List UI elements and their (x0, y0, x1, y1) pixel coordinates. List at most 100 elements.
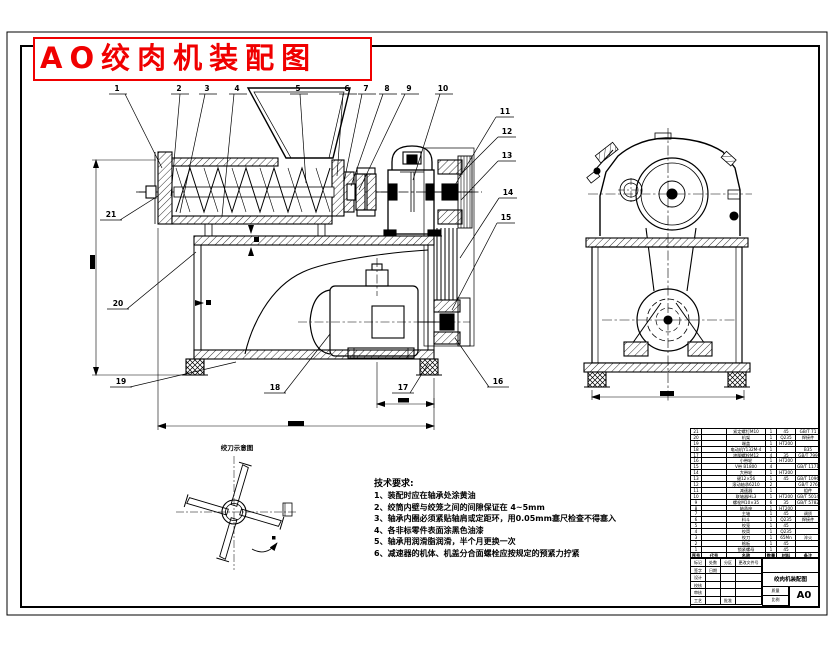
callout-18: 18 (264, 333, 331, 394)
part-code-cell (702, 517, 727, 524)
part-material-cell: 45 (777, 476, 796, 483)
drawing-title: AO绞肉机装配图 (33, 37, 372, 81)
part-name-cell: 滚动轴承6210 (727, 482, 766, 488)
part-note-cell: 调质 (796, 511, 820, 518)
part-name-cell: 绞刀 (727, 535, 766, 541)
callout-3: 3 (179, 84, 217, 214)
part-note-cell: GB/T 799 (796, 453, 820, 459)
part-number-cell: 15 (691, 464, 702, 471)
part-material-cell: 65Mn (777, 535, 796, 541)
callout-16: 16 (454, 337, 509, 388)
part-note-cell (796, 470, 820, 477)
callout-19: 19 (110, 361, 237, 388)
part-number-cell: 12 (691, 482, 702, 488)
callout-9: 9 (358, 84, 419, 191)
label-date: 日期 (706, 566, 721, 575)
title-block-revision-grid: 标记 处数 分区 更改文件号 签字 日期 设计 校核 审核 工艺 批准 (691, 559, 763, 606)
cutter-detail-label: 绞刀示意图 (221, 443, 254, 452)
part-material-cell: 35 (777, 452, 796, 459)
part-number-cell: 16 (691, 458, 702, 465)
dimension-text (398, 398, 409, 403)
label-count: 处数 (706, 559, 721, 567)
part-code-cell (702, 429, 727, 435)
svg-text:2: 2 (176, 84, 181, 93)
part-note-cell: GB/T 5782 (796, 499, 820, 506)
drawing-number-cell (763, 559, 818, 574)
part-material-cell: HT200 (777, 493, 796, 500)
svg-text:15: 15 (501, 213, 511, 222)
part-name-cell: 锁紧螺母 (727, 546, 766, 553)
part-material-cell (777, 464, 796, 471)
part-qty-cell: 1 (766, 487, 777, 494)
part-name-cell: 小带轮 (727, 458, 766, 465)
sheet-frame (6, 31, 828, 616)
callout-17: 17 (392, 363, 429, 394)
part-note-cell (796, 506, 820, 512)
part-qty-cell: 6 (766, 499, 777, 506)
part-code-cell (702, 546, 727, 553)
part-note-cell (796, 547, 820, 553)
svg-text:16: 16 (493, 377, 503, 386)
part-qty-cell: 1 (766, 511, 777, 518)
tech-requirements: 技术要求: 1、装配时应在轴承处涂黄油 2、绞筒内壁与绞笼之间的间隙保证在 4~… (374, 478, 676, 560)
part-name-cell: 大带轮 (727, 470, 766, 477)
part-name-cell: V带 B1800 (727, 464, 766, 471)
callout-labels: 1 2 3 4 5 6 7 8 9 10 11 12 13 14 15 16 1… (100, 84, 517, 394)
part-number-cell: 6 (691, 517, 702, 524)
callout-5: 5 (290, 84, 308, 184)
part-material-cell: HT200 (777, 505, 796, 512)
part-number-cell: 14 (691, 470, 702, 477)
tech-requirement-line: 3、轴承内圈必须紧贴轴肩或定距环，用0.05mm塞尺检查不得塞入 (374, 514, 616, 524)
part-note-cell (796, 441, 820, 447)
callout-4: 4 (221, 84, 247, 217)
part-number-cell: 8 (691, 505, 702, 512)
part-note-cell: 组件 (796, 488, 820, 494)
svg-text:13: 13 (502, 151, 512, 160)
part-note-cell: B35 (796, 447, 820, 453)
part-note-cell: GB/T 276 (796, 482, 820, 488)
dimension-text (288, 421, 304, 426)
label-check: 校核 (691, 581, 706, 590)
part-note-cell: GB/T 5014 (796, 493, 820, 500)
title-block-name-area: 绞肉机装配图 质量 比例 A0 (763, 559, 818, 606)
dimension-text (660, 391, 674, 396)
part-code-cell (702, 511, 727, 518)
svg-text:1: 1 (114, 84, 119, 93)
part-material-cell (777, 446, 796, 453)
part-number-cell: 9 (691, 499, 702, 506)
part-number-cell: 3 (691, 535, 702, 541)
part-code-cell (702, 523, 727, 530)
callout-14: 14 (459, 188, 517, 259)
end-view (583, 128, 752, 402)
part-qty-cell: 1 (766, 535, 777, 541)
part-qty-cell: 1 (766, 523, 777, 530)
drawing-name: 绞肉机装配图 (763, 573, 818, 587)
callout-2: 2 (170, 84, 189, 197)
part-material-cell: HT200 (777, 458, 796, 465)
part-material-cell (777, 482, 796, 488)
svg-text:18: 18 (270, 383, 280, 392)
cutter-detail-view: 绞刀示意图 (176, 443, 296, 570)
part-name-cell: 绞筒 (727, 529, 766, 536)
svg-text:14: 14 (503, 188, 513, 197)
part-code-cell (702, 529, 727, 536)
part-name-cell: 地脚螺栓M12 (727, 452, 766, 459)
part-code-cell (702, 464, 727, 471)
tech-requirement-line: 2、绞筒内壁与绞笼之间的间隙保证在 4~5mm (374, 502, 545, 512)
part-note-cell: GB/T 1171 (796, 464, 820, 471)
part-name-cell: 绞笼 (727, 523, 766, 530)
label-sign: 签字 (691, 566, 706, 575)
part-material-cell (777, 487, 796, 494)
tech-requirement-line: 6、减速器的机体、机盖分合面螺栓应按规定的预紧力拧紧 (374, 548, 580, 558)
part-code-cell (702, 440, 727, 447)
label-scale: 比例 (763, 596, 789, 606)
callout-12: 12 (458, 127, 516, 177)
scale-weight-cells: 质量 比例 (763, 586, 790, 606)
part-code-cell (702, 540, 727, 547)
svg-text:3: 3 (204, 84, 209, 93)
part-material-cell: 45 (777, 429, 796, 435)
part-number-cell: 18 (691, 446, 702, 453)
label-approve: 批准 (721, 596, 736, 605)
